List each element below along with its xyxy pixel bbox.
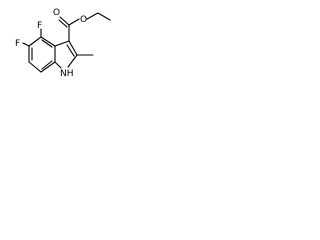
bond-c6-c7 [28,61,42,73]
bond-c3a-c4 [40,36,56,47]
atom-fluorine-top: F [37,21,42,31]
bond-ch2-ch3 [97,12,111,21]
bond-c2-n1 [67,54,78,68]
benzene-ring [28,36,56,73]
bond-n1-c7a [54,61,62,69]
atom-ester-oxygen: O [80,15,87,25]
atom-fluorine-left: F [15,39,20,49]
bond-carbonyl-o [59,16,70,26]
bond-c4-c5 [28,36,42,47]
bond-ester-o-ch2 [86,12,99,20]
substituents [22,12,111,56]
bond-c3a-c3 [54,40,70,47]
bond-c3-c2 [68,40,78,56]
bond-carbonyl-ester-o [68,18,80,26]
bond-c7-c7a [40,61,56,73]
double-bond-c3-c2 [66,44,75,57]
bond-c5-f [22,42,30,47]
pyrrole-ring [54,40,78,69]
chemical-structure: F F O O NH [15,8,111,79]
double-bond-c3a-c4 [41,39,53,48]
atom-carbonyl-oxygen: O [53,8,60,18]
atom-indole-nh: NH [60,69,74,79]
double-bond-carbonyl-o [58,19,68,28]
double-bond-c7-c7a [41,60,53,70]
